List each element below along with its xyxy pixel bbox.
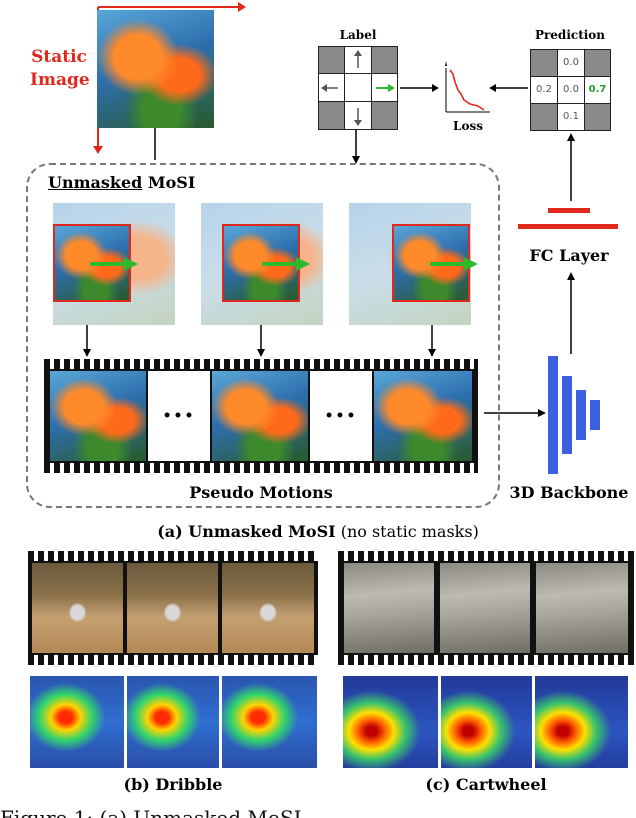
film-to-backbone-arrow <box>484 409 546 417</box>
pred-cell-tl <box>530 49 558 77</box>
static-label-line1: Static <box>31 47 87 67</box>
cartwheel-frame-2 <box>440 563 530 653</box>
unmasked-mosi-box <box>26 163 500 508</box>
label-grid-title: Label <box>339 28 377 42</box>
dribble-heatmap-3 <box>222 676 317 768</box>
pred-cell-top: 0.0 <box>557 49 585 77</box>
crop-3-motion-arrow <box>430 257 478 271</box>
cartwheel-heatmap-3 <box>535 676 628 768</box>
pred-cell-right: 0.7 <box>584 76 611 104</box>
static-label-line2: Image <box>30 70 90 90</box>
pred-cell-bottom: 0.1 <box>557 103 585 131</box>
pseudo-motion-film: ••• ••• <box>44 359 478 473</box>
dribble-frame-2 <box>127 563 218 653</box>
cartwheel-film <box>338 551 634 665</box>
static-image-label: Static Image <box>30 46 90 92</box>
title-underlined: Unmasked <box>48 173 143 192</box>
figure-caption-partial: Figure 1: (a) Unmasked MoSI ... <box>0 806 327 818</box>
pred-cell-br <box>584 103 611 131</box>
fc-layer-label: FC Layer <box>529 246 609 265</box>
fc-layer-bar-bottom <box>518 224 618 229</box>
crop-2-motion-arrow <box>262 257 310 271</box>
pred-cell-tr <box>584 49 611 77</box>
label-cell-bl <box>318 101 345 130</box>
prediction-grid: 0.0 0.2 0.0 0.7 0.1 <box>530 49 611 131</box>
crop-1-motion-arrow <box>90 257 138 271</box>
caption-c: (c) Cartwheel <box>425 775 547 794</box>
dribble-film <box>28 551 318 665</box>
film-frame-ellipsis-1: ••• <box>148 371 210 461</box>
film-frame-ellipsis-2: ••• <box>310 371 372 461</box>
film-frame-2 <box>212 371 308 461</box>
dribble-heatmap-2 <box>127 676 219 768</box>
prediction-grid-title: Prediction <box>534 28 606 42</box>
backbone-icon <box>548 356 600 474</box>
label-direction-arrows <box>321 50 395 126</box>
label-grid <box>318 46 398 130</box>
pred-cell-bl <box>530 103 558 131</box>
dribble-frame-3 <box>222 563 314 653</box>
caption-b: (b) Dribble <box>123 775 223 794</box>
loss-label: Loss <box>453 119 483 133</box>
unmasked-mosi-title: Unmasked MoSI <box>48 173 195 192</box>
backbone-to-fc-arrow <box>567 272 575 354</box>
fc-to-prediction-arrow <box>567 133 575 201</box>
pred-cell-left: 0.2 <box>530 76 558 104</box>
label-cell-tr <box>371 46 398 74</box>
label-down-arrow <box>352 130 360 164</box>
cartwheel-heatmap-2 <box>441 676 532 768</box>
film-frame-3 <box>374 371 472 461</box>
pred-cell-center: 0.0 <box>557 76 585 104</box>
caption-a-rest: (no static masks) <box>335 522 479 541</box>
label-cell-br <box>371 101 398 130</box>
film-frame-1 <box>50 371 146 461</box>
cartwheel-frame-1 <box>344 563 434 653</box>
backbone-label: 3D Backbone <box>509 483 629 502</box>
cartwheel-heatmap-1 <box>343 676 438 768</box>
fc-layer-bar-top <box>548 208 590 213</box>
title-rest: MoSI <box>142 173 196 192</box>
loss-plot <box>400 61 528 113</box>
caption-a-bold: (a) Unmasked MoSI <box>157 522 336 541</box>
pseudo-motions-label: Pseudo Motions <box>189 483 333 502</box>
cartwheel-frame-3 <box>536 563 628 653</box>
crop-down-arrows <box>83 325 436 357</box>
dribble-heatmap-1 <box>30 676 124 768</box>
dribble-frame-1 <box>32 563 123 653</box>
static-image <box>97 10 214 128</box>
caption-a: (a) Unmasked MoSI (no static masks) <box>0 522 636 541</box>
